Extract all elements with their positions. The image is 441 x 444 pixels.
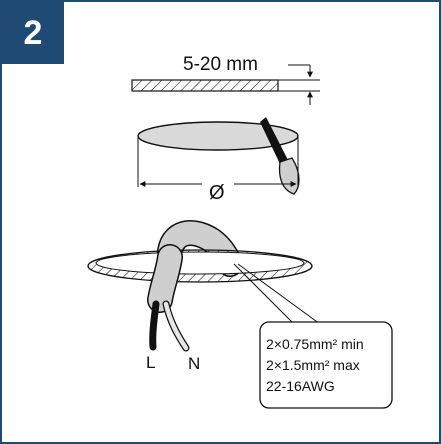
cable-spec-awg: 22-16AWG — [266, 378, 335, 394]
wire-neutral — [163, 301, 189, 351]
wire-label-neutral: N — [188, 354, 200, 373]
cable-spec-max: 2×1.5mm² max — [266, 357, 360, 373]
wire-live — [149, 300, 160, 351]
callout-leader-1 — [233, 263, 295, 325]
callout-leader-2 — [237, 263, 321, 325]
cable-front — [148, 245, 182, 312]
panel-hole-opening — [95, 251, 305, 275]
diameter-symbol: Ø — [209, 182, 225, 204]
wire-label-live: L — [146, 353, 155, 372]
panel-thickness-label: 5-20 mm — [183, 54, 258, 75]
step-number-badge: 2 — [2, 2, 64, 64]
cable-spec-callout — [259, 321, 393, 409]
panel-cross-section — [131, 79, 279, 92]
cable-spec-min: 2×0.75mm² min — [266, 336, 364, 352]
